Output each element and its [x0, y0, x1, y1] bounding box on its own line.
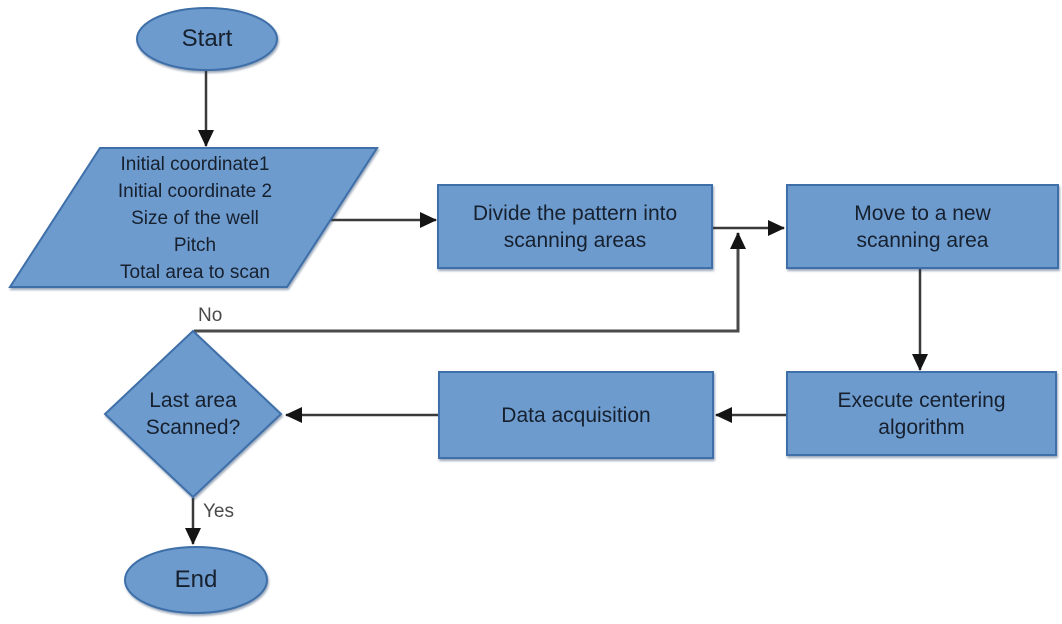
start-node	[136, 7, 278, 71]
move-scanning-area-node	[786, 184, 1059, 269]
inputs-parallelogram-node	[8, 147, 379, 288]
divide-pattern-node	[437, 184, 713, 269]
execute-centering-node	[786, 371, 1057, 456]
end-node	[124, 546, 268, 614]
arrow-decision-no-loop	[194, 232, 746, 333]
data-acquisition-node	[438, 371, 714, 459]
decision-diamond-node	[103, 329, 283, 499]
